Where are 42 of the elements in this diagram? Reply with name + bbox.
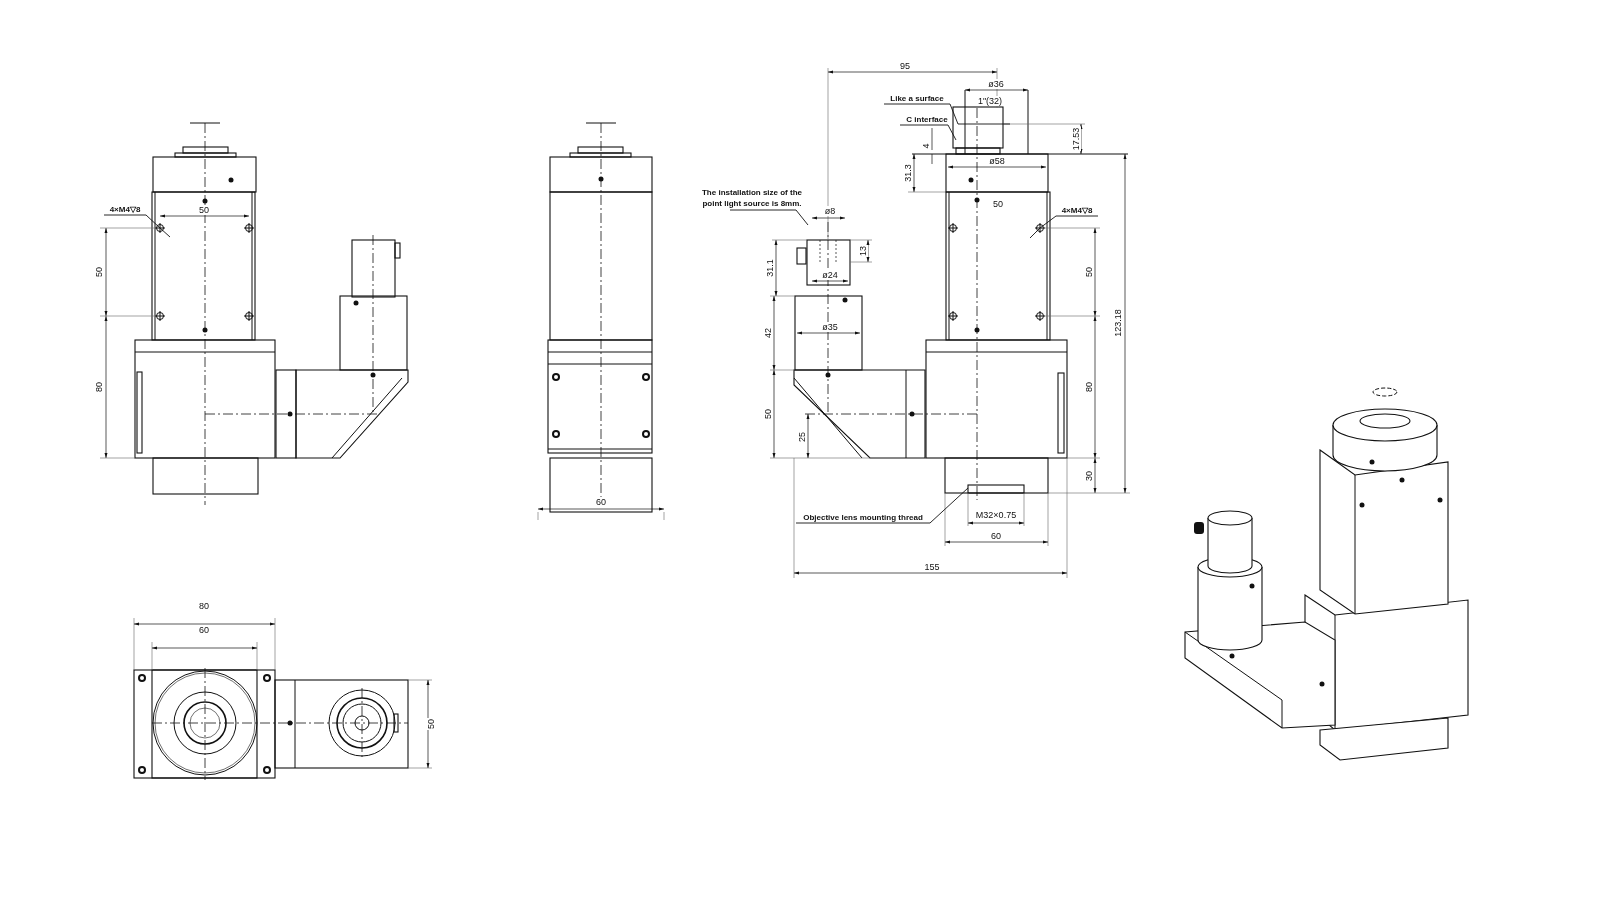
leader-line [1029, 215, 1099, 239]
dimension-label: 60 [198, 625, 210, 635]
dimension-label: 80 [198, 601, 210, 611]
dimension-label: 50 [1084, 266, 1094, 278]
dimension-label: ø24 [821, 270, 839, 280]
callout-text: 4×M4▽8 [109, 203, 141, 215]
dimension-label: 155 [923, 562, 941, 572]
dimension-label: 60 [595, 497, 607, 507]
dimension-label: 60 [990, 531, 1002, 541]
leader-line [883, 103, 1011, 125]
dimension-label: 31.1 [765, 258, 775, 278]
dimension-label: 25 [797, 431, 807, 443]
callout-text: The installation size of the point light source is 8mm. [701, 187, 803, 209]
dimension-label: 1"(32) [976, 96, 1004, 106]
dimension-label: 50 [94, 266, 104, 278]
dimension-label: ø36 [987, 79, 1005, 89]
callout-text: Like a surface [890, 92, 944, 104]
dimension-label: ø8 [823, 206, 837, 216]
dimension-label: 50 [763, 408, 773, 420]
dimension-label: ø58 [988, 156, 1006, 166]
dimension-label: M32×0.75 [974, 510, 1018, 520]
dimension-label: ø35 [821, 322, 839, 332]
dimension-label: 123.18 [1113, 308, 1123, 338]
dimension-label: 17.53 [1071, 126, 1081, 152]
dimension-label: 95 [899, 61, 911, 71]
leader-line [729, 209, 809, 226]
dimension-label: 42 [763, 327, 773, 339]
callout-text: 4×M4▽8 [1061, 204, 1093, 216]
dimension-label: 30 [1084, 470, 1094, 482]
dimension-label: 4 [921, 142, 931, 150]
dimension-label: 50 [198, 205, 210, 215]
callout-text: C interface [906, 113, 948, 125]
dimension-label: 80 [1084, 381, 1094, 393]
leader-line [795, 487, 969, 524]
dimension-label: 31.3 [903, 163, 913, 183]
dimension-label: 13 [858, 245, 868, 257]
dimension-label: 50 [992, 199, 1004, 209]
leader-line [899, 124, 957, 141]
callout-text: Objective lens mounting thread [803, 511, 923, 523]
dimension-label: 80 [94, 381, 104, 393]
dimension-label: 50 [426, 718, 436, 730]
leader-line [103, 214, 171, 238]
